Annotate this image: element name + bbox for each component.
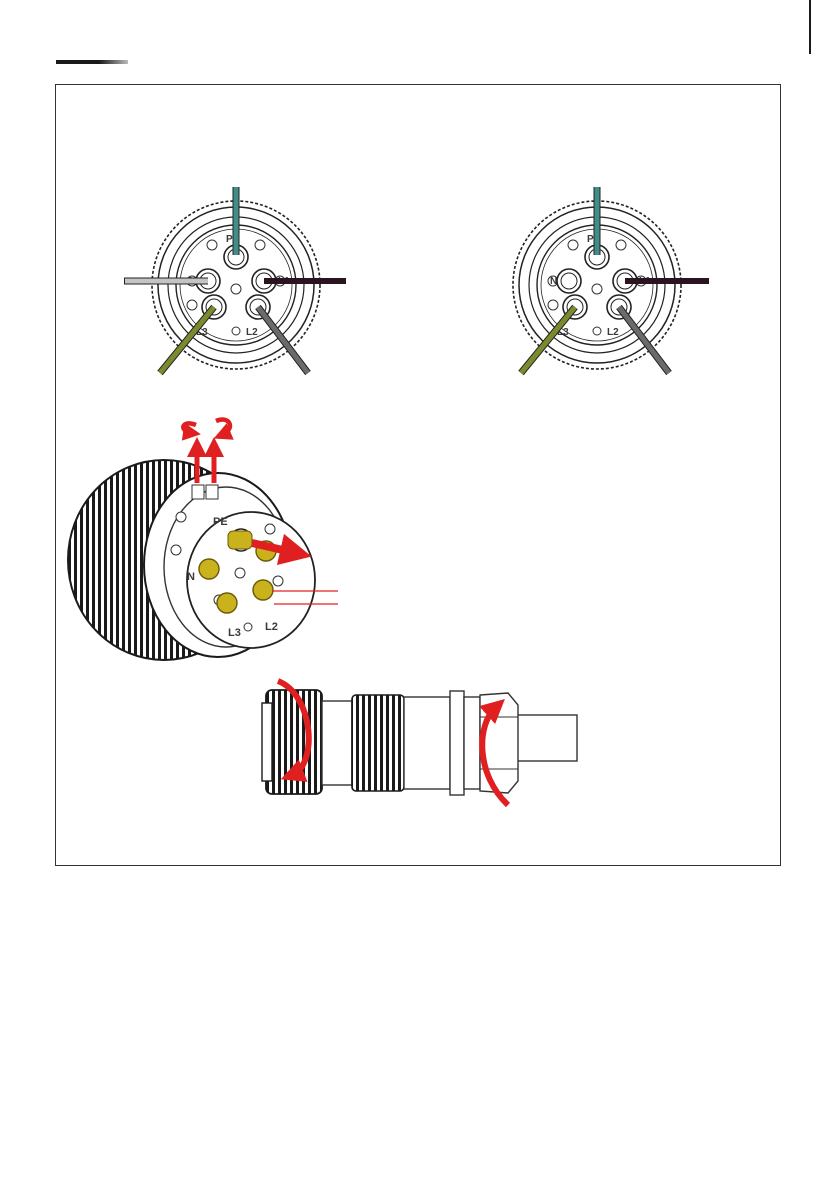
gland-cap xyxy=(480,693,518,793)
cable xyxy=(514,715,577,761)
ribbed-sleeve xyxy=(352,695,404,791)
page-edge-line xyxy=(809,0,811,54)
label-l2: L2 xyxy=(265,621,278,633)
brass-pin-l3 xyxy=(217,593,237,613)
brass-pin-l2 xyxy=(253,580,273,600)
label-l2: L2 xyxy=(246,327,258,338)
wiring-figure-svg: PE N L1 L3 L2 PE N L1 L xyxy=(56,85,782,867)
knurled-nut xyxy=(266,690,322,794)
label-l3: L3 xyxy=(228,627,241,639)
label-n: N xyxy=(550,276,557,287)
assembled-connector xyxy=(262,681,577,805)
right-connector: PE N L1 L3 L2 xyxy=(513,187,709,373)
brass-pin-pe xyxy=(228,529,252,551)
left-connector: PE N L1 L3 L2 xyxy=(124,187,346,373)
pin-n xyxy=(557,269,581,293)
label-n: N xyxy=(187,571,195,583)
label-pe: PE xyxy=(213,516,228,528)
insert-view: PE N L3 L2 xyxy=(68,420,338,660)
wiring-figure: PE N L1 L3 L2 PE N L1 L xyxy=(55,84,781,866)
label-l2: L2 xyxy=(607,327,619,338)
header-bar xyxy=(56,60,128,64)
brass-pin-n xyxy=(199,559,219,579)
